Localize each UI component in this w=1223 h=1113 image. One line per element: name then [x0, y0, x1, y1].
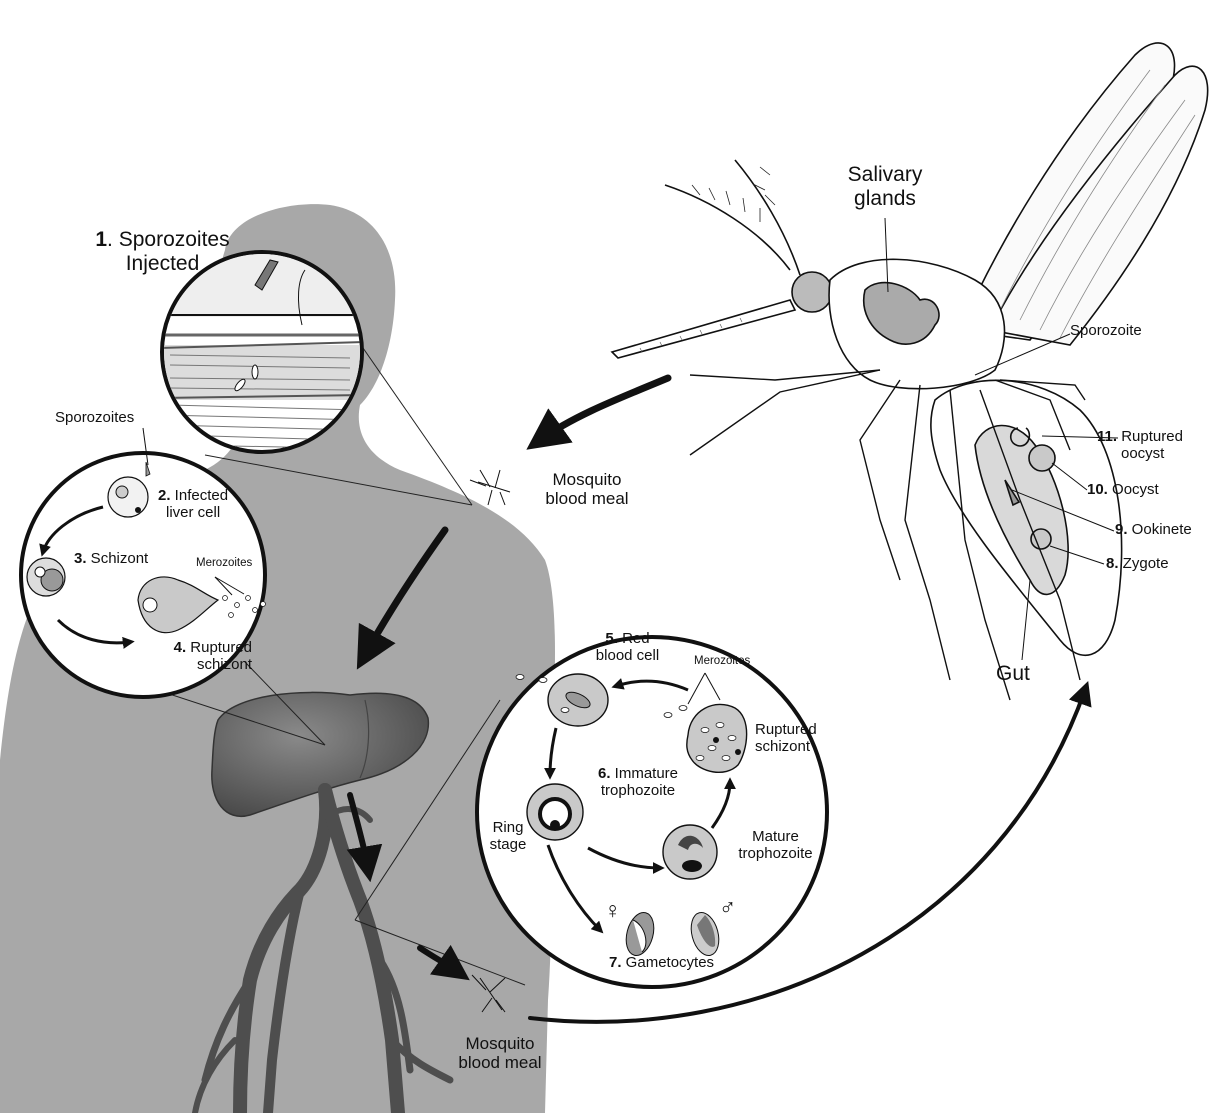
salivary-text: Salivary — [848, 163, 923, 186]
ruptured-text-2: schizont — [755, 738, 810, 755]
step4-text-2: schizont — [197, 656, 252, 673]
label-merozoites-blood: Merozoites — [694, 655, 750, 668]
mature-trophozoite-cell — [663, 825, 717, 879]
step6-text: Immature — [611, 765, 679, 782]
step7-text: Gametocytes — [622, 954, 715, 971]
step5-number: 5. — [605, 630, 618, 647]
step2-text-2: liver cell — [158, 504, 220, 521]
label-step1: 1. Sporozoites Injected — [90, 228, 235, 275]
label-step11: 11. Ruptured oocyst — [1097, 429, 1183, 463]
blood-stage-circle — [477, 637, 827, 987]
step7-number: 7. — [609, 954, 622, 971]
step10-number: 10. — [1087, 481, 1108, 498]
salivary-text-2: glands — [854, 187, 916, 210]
step9-number: 9. — [1115, 521, 1128, 538]
label-step2: 2. Infected liver cell — [158, 488, 228, 522]
antenna-left — [665, 185, 790, 270]
label-step8: 8. Zygote — [1106, 556, 1169, 573]
step10-text: Oocyst — [1108, 481, 1159, 498]
step8-number: 8. — [1106, 555, 1119, 572]
oocyst — [1029, 445, 1055, 471]
step1-number: 1 — [95, 228, 107, 251]
label-step9: 9. Ookinete — [1115, 522, 1192, 539]
step3-number: 3. — [74, 550, 87, 567]
step9-text: Ookinete — [1128, 521, 1192, 538]
label-mosquito-blood-meal-1: Mosquito blood meal — [527, 470, 647, 508]
step11-number: 11. — [1097, 428, 1117, 445]
meal1-text-2: blood meal — [545, 489, 628, 508]
step4-number: 4. — [174, 639, 187, 656]
step2-number: 2. — [158, 487, 171, 504]
meal2-text-2: blood meal — [458, 1053, 541, 1072]
label-step5: 5. Red blood cell — [580, 631, 675, 665]
step6-text-2: trophozoite — [601, 782, 675, 799]
mature-text-2: trophozoite — [738, 845, 812, 862]
label-step6: 6. Immature trophozoite — [578, 766, 698, 800]
label-gut: Gut — [996, 662, 1030, 686]
label-step7: 7. Gametocytes — [609, 955, 714, 972]
label-sporozoite-mosquito: Sporozoite — [1070, 323, 1142, 340]
ruptured-text: Ruptured — [755, 721, 817, 738]
step3-text: Schizont — [87, 550, 149, 567]
step11-text-2: oocyst — [1097, 445, 1164, 462]
step2-text: Infected — [171, 487, 229, 504]
label-step4: 4. Ruptured schizont — [142, 640, 252, 674]
step8-text: Zygote — [1119, 555, 1169, 572]
schizont-cell — [27, 558, 65, 596]
ring-stage-cell — [527, 784, 583, 840]
compound-eye — [792, 272, 832, 312]
small-mosquito-icon — [470, 470, 510, 505]
label-ring-stage: Ring stage — [482, 820, 534, 854]
female-symbol: ♀ — [604, 898, 621, 924]
label-ruptured-schizont: Ruptured schizont — [755, 722, 817, 756]
label-merozoites-liver: Merozoites — [196, 557, 252, 570]
antenna-right — [735, 160, 800, 275]
step1-text-2: Injected — [126, 252, 200, 275]
meal1-text: Mosquito — [553, 470, 622, 489]
label-step10: 10. Oocyst — [1087, 482, 1159, 499]
ring-text-2: stage — [490, 836, 527, 853]
step4-text: Ruptured — [186, 639, 252, 656]
skin-closeup-circle — [160, 252, 365, 452]
meal2-text: Mosquito — [466, 1034, 535, 1053]
step11-text: Ruptured — [1117, 428, 1183, 445]
step5-text: Red — [618, 630, 650, 647]
arrow-mosquito-to-human — [540, 378, 668, 440]
step5-text-2: blood cell — [596, 647, 659, 664]
male-symbol: ♂ — [719, 895, 736, 921]
ring-text: Ring — [493, 819, 524, 836]
mosquito-illustration — [612, 43, 1208, 700]
label-sporozoites-left: Sporozoites — [55, 410, 134, 427]
step6-number: 6. — [598, 765, 611, 782]
zygote — [1031, 529, 1051, 549]
label-step3: 3. Schizont — [74, 551, 148, 568]
step1-text: . Sporozoites — [107, 228, 230, 251]
label-mature-trophozoite: Mature trophozoite — [723, 829, 828, 863]
infected-liver-cell — [108, 477, 148, 517]
proboscis — [612, 300, 795, 358]
ruptured-schizont-blood — [687, 704, 747, 772]
label-salivary-glands: Salivary glands — [820, 163, 950, 210]
label-mosquito-blood-meal-2: Mosquito blood meal — [440, 1034, 560, 1072]
mature-text: Mature — [752, 828, 799, 845]
red-blood-cell — [548, 674, 608, 726]
